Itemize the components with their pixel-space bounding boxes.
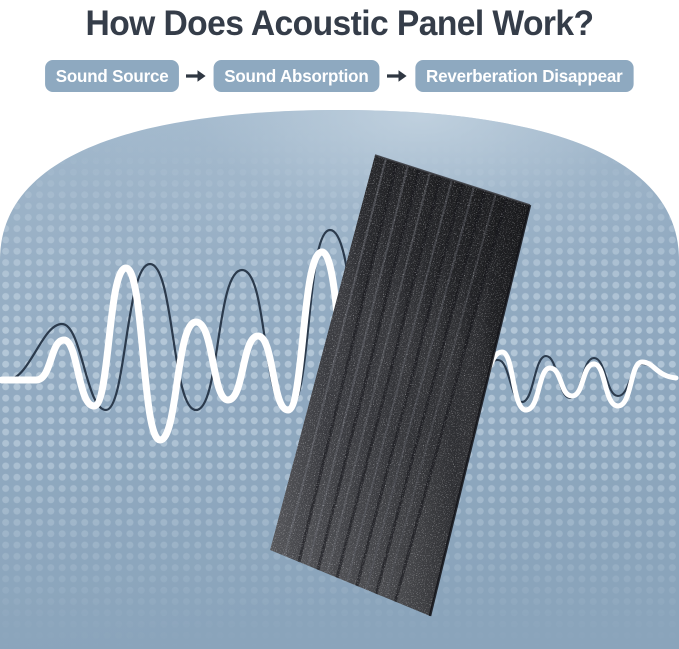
panel-grain — [270, 155, 530, 616]
header: How Does Acoustic Panel Work? Sound Sour… — [0, 0, 679, 110]
reverberation-waveform — [452, 349, 679, 413]
step-badge-reverberation-disappear[interactable]: Reverberation Disappear — [415, 60, 633, 92]
panel-right-edge — [428, 204, 532, 617]
arrow-right-icon-2 — [382, 60, 412, 92]
step-badge-sound-absorption[interactable]: Sound Absorption — [213, 60, 380, 92]
process-steps: Sound Source Sound Absorption Reverberat… — [0, 58, 679, 94]
illustration-stage — [0, 110, 679, 649]
page-title: How Does Acoustic Panel Work? — [85, 4, 595, 43]
panel-top-edge — [374, 154, 531, 206]
arrow-right-icon — [181, 60, 211, 92]
incoming-wave-group — [0, 228, 408, 466]
illustration-svg — [0, 110, 679, 649]
step-badge-sound-source[interactable]: Sound Source — [44, 60, 179, 92]
acoustic-foam-panel — [270, 155, 530, 616]
sound-source-waveform — [0, 248, 408, 466]
outgoing-wave-group — [452, 349, 679, 413]
